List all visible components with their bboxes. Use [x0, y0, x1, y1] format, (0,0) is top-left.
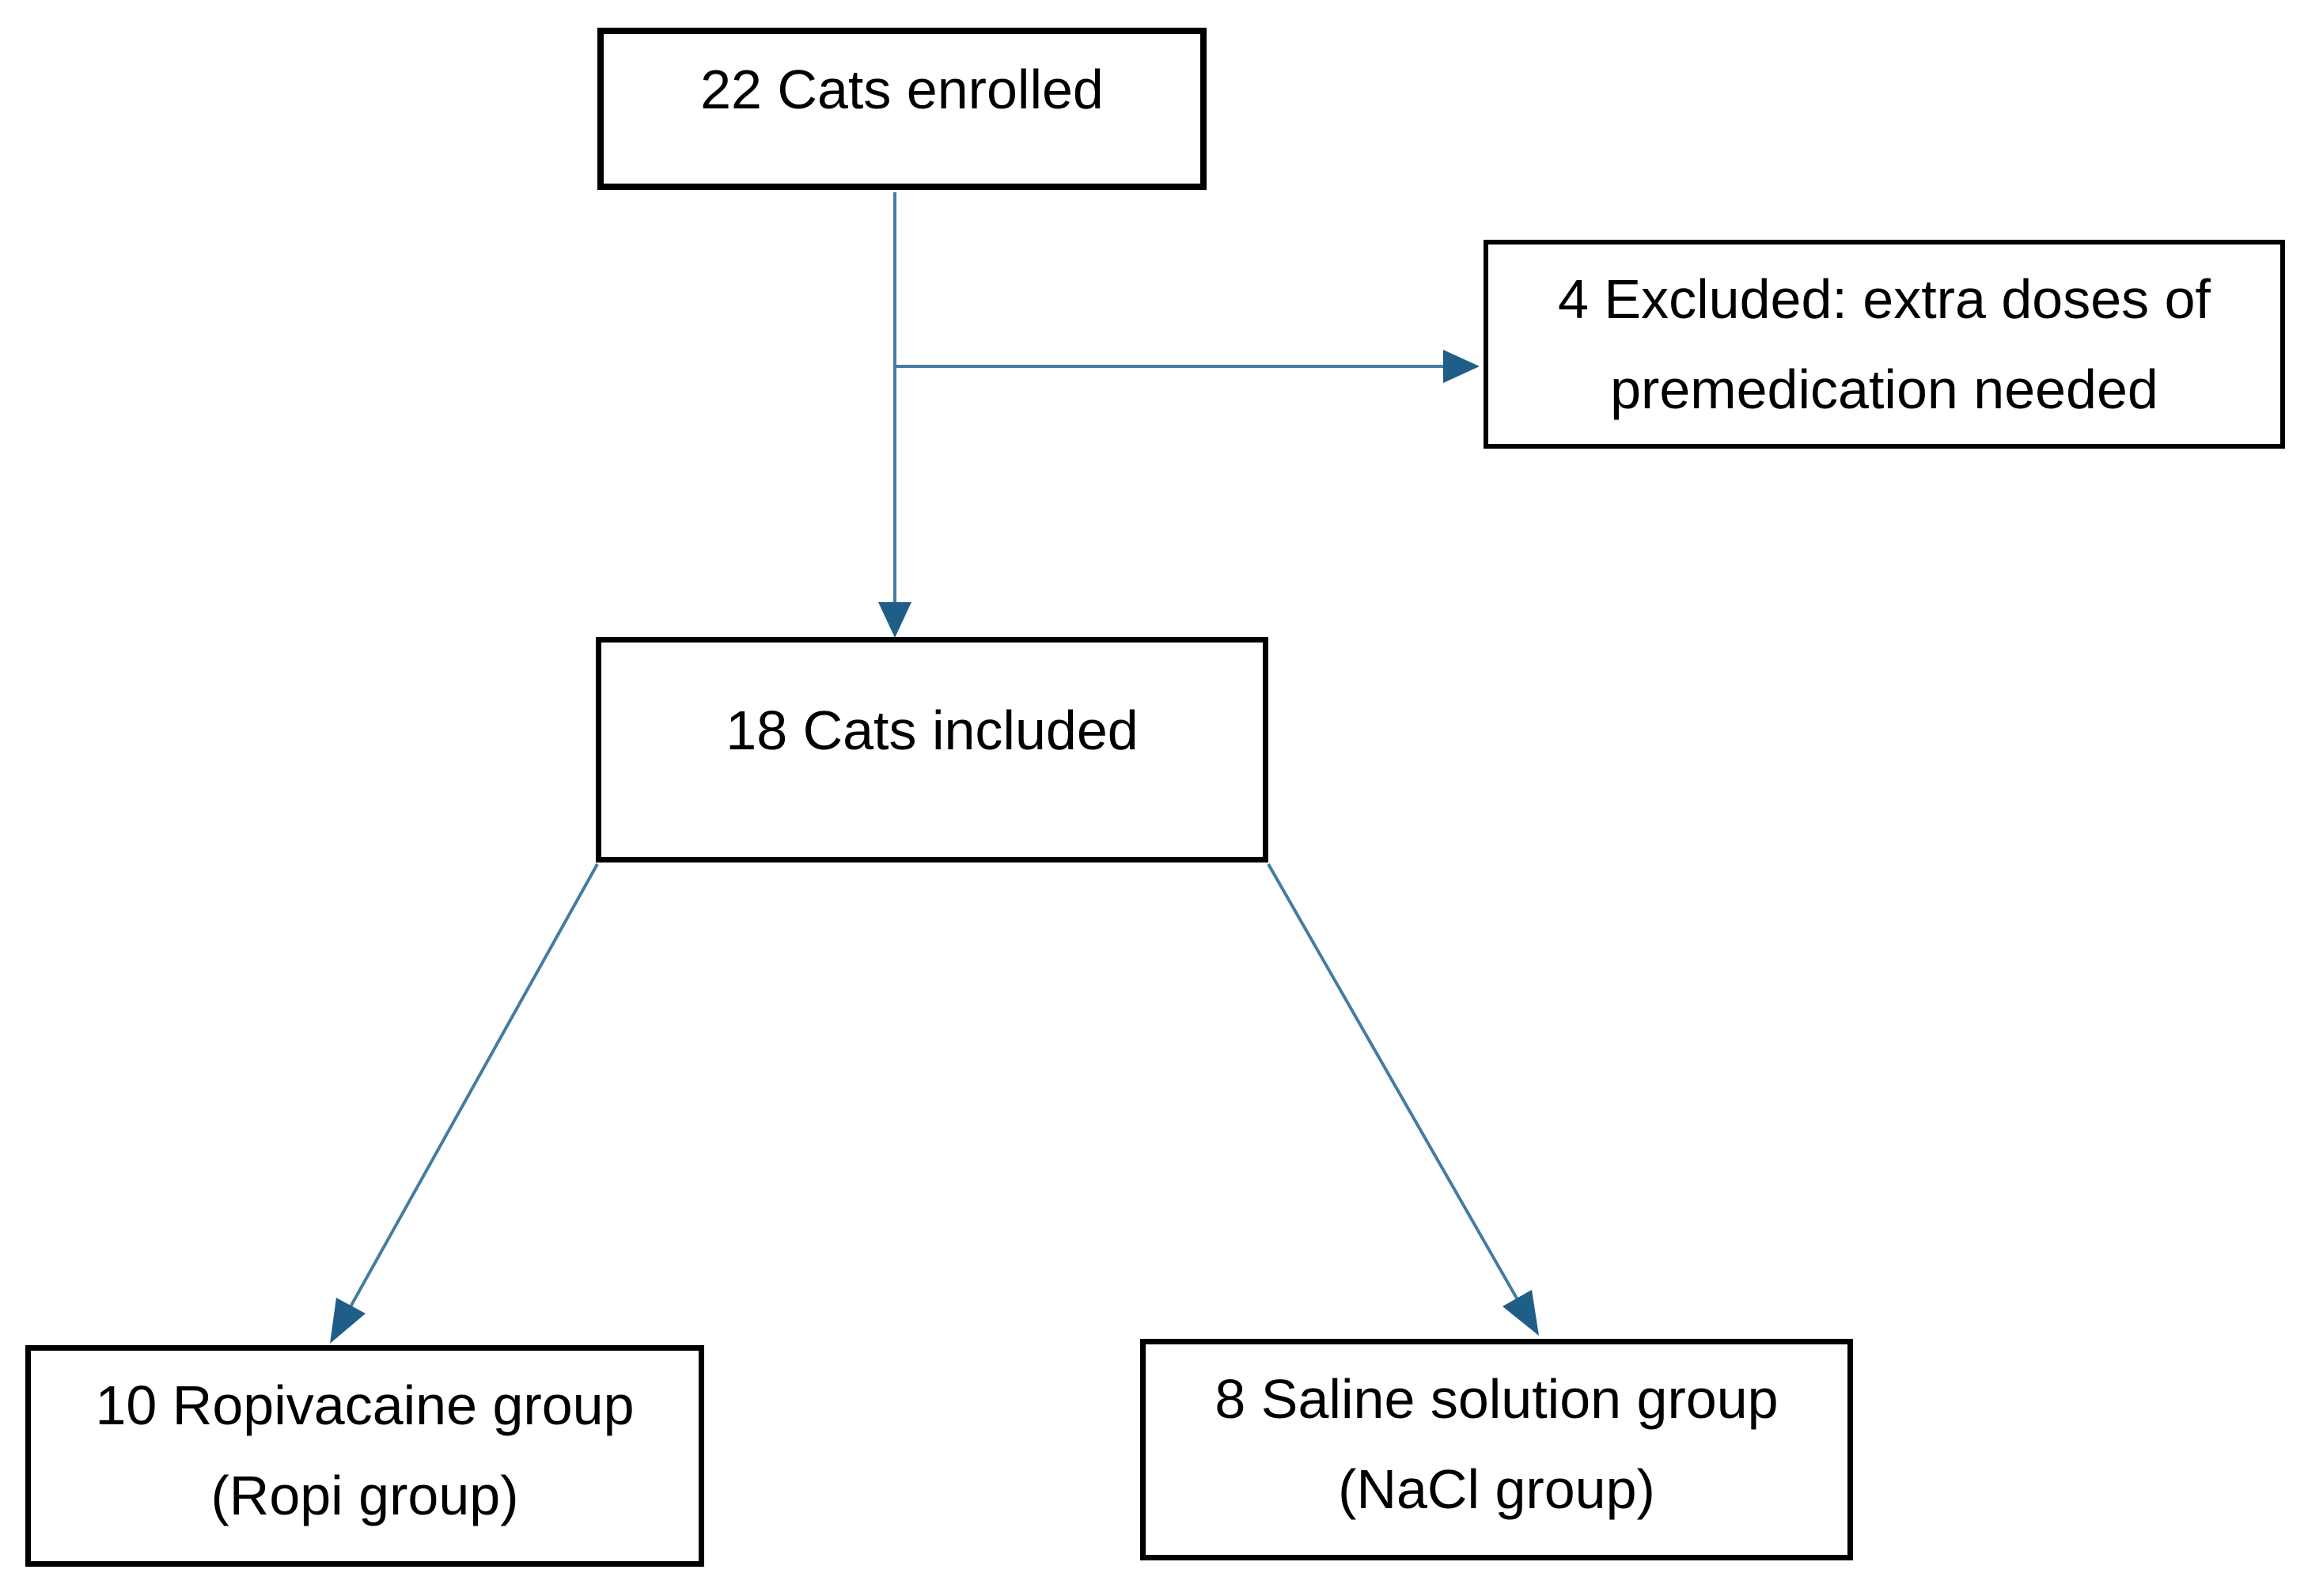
connector-included-to-ropi — [347, 863, 599, 1310]
arrowhead-branch-to-excluded — [1443, 350, 1480, 383]
node-cats-excluded-line1: 4 Excluded: extra doses of — [1558, 268, 2211, 330]
node-cats-enrolled: 22 Cats enrolled — [597, 28, 1207, 190]
node-saline-group-line2: (NaCl group) — [1338, 1458, 1655, 1520]
node-saline-group-line1: 8 Saline solution group — [1215, 1368, 1779, 1430]
connector-included-to-nacl — [1267, 863, 1521, 1303]
node-cats-excluded-line2: premedication needed — [1610, 358, 2158, 420]
arrowhead-included-to-ropi — [330, 1298, 366, 1344]
node-ropivacaine-group-line1: 10 Ropivacaine group — [95, 1374, 635, 1436]
node-saline-group: 8 Saline solution group (NaCl group) — [1140, 1339, 1853, 1560]
node-cats-included-label: 18 Cats included — [726, 699, 1139, 761]
arrowhead-included-to-nacl — [1503, 1290, 1539, 1336]
node-ropivacaine-group: 10 Ropivacaine group (Ropi group) — [25, 1345, 704, 1567]
arrowhead-enrolled-to-included — [878, 602, 911, 638]
node-ropivacaine-group-line2: (Ropi group) — [210, 1465, 519, 1526]
node-cats-excluded: 4 Excluded: extra doses of premedication… — [1484, 240, 2285, 449]
node-cats-included: 18 Cats included — [596, 637, 1268, 862]
node-cats-enrolled-label: 22 Cats enrolled — [700, 58, 1104, 120]
